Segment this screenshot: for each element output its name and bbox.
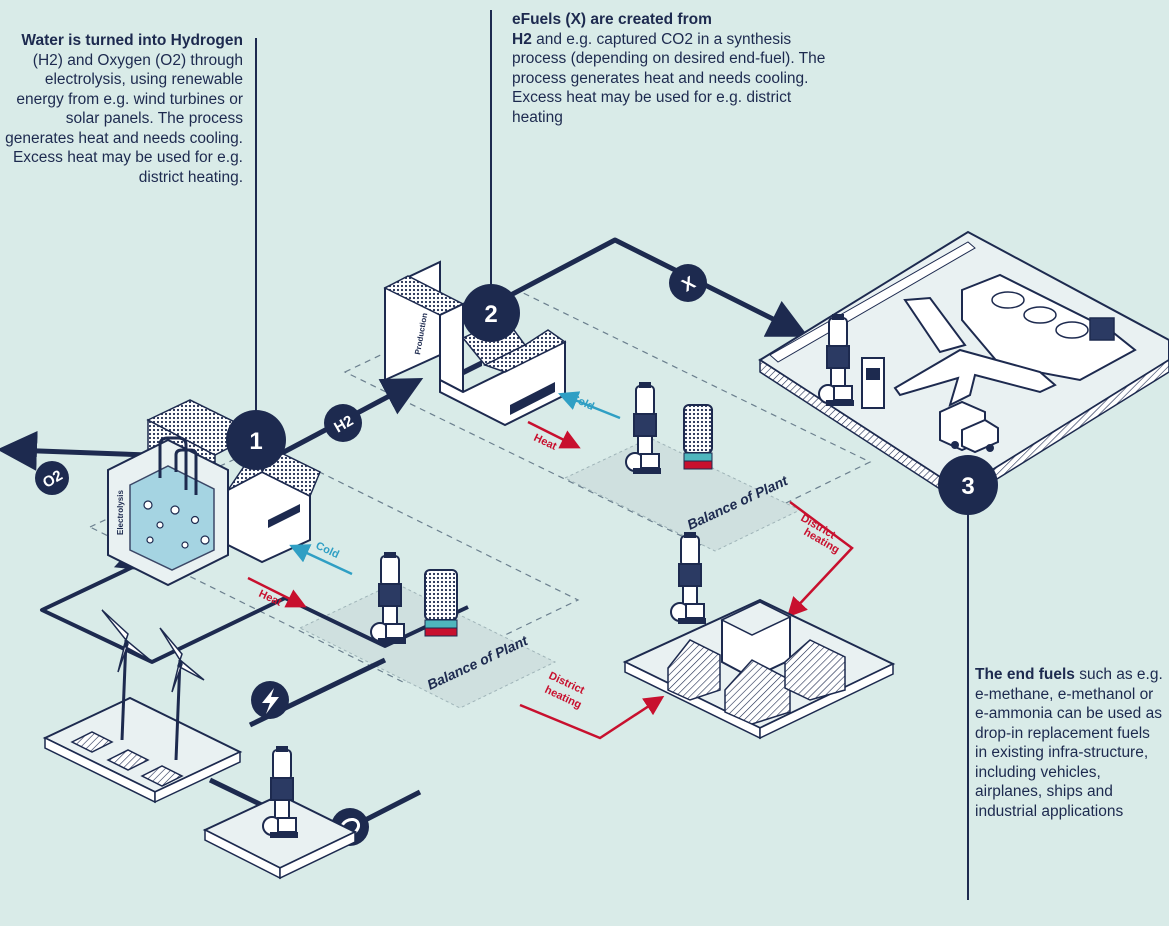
step2-heading: eFuels (X) are created from xyxy=(512,11,712,28)
wind-turbine-icon xyxy=(101,609,205,761)
cold-arrow-1 xyxy=(289,544,353,576)
houses-platform xyxy=(622,598,896,740)
airplane-icon xyxy=(893,296,1057,407)
tank-1 xyxy=(424,569,458,637)
dashed-zone-production xyxy=(343,289,872,546)
hydrogen-pipe-symbol: H2 xyxy=(324,404,362,442)
truck-icon xyxy=(939,400,999,454)
tank-2 xyxy=(683,404,713,470)
cold-arrow-2 xyxy=(558,391,621,420)
district-heating-arrow-1 xyxy=(519,695,665,740)
pump-2 xyxy=(625,381,662,475)
lightning-icon xyxy=(251,681,289,719)
pump-water xyxy=(262,745,299,839)
step1-description: Water is turned into Hydrogen (H2) and O… xyxy=(0,31,243,187)
step1-body: (H2) and Oxygen (O2) through electrolysi… xyxy=(5,51,243,186)
renewables-platform xyxy=(42,609,243,804)
electrolysis-building: Electrolysis xyxy=(107,399,321,587)
heat-arrow-1 xyxy=(247,576,307,608)
balance-of-plant-pad-1 xyxy=(298,582,557,709)
end-use-platform xyxy=(758,230,1169,504)
step3-body: such as e.g. e-methane, e-methanol or e-… xyxy=(975,666,1163,820)
dashed-zone-electrolysis xyxy=(88,444,580,684)
step3-marker: 3 xyxy=(938,455,998,515)
step3-description: The end fuels such as e.g. e-methane, e-… xyxy=(975,665,1165,821)
oxygen-pipe-symbol: O2 xyxy=(35,461,69,495)
step2-description: eFuels (X) are created from H2 and e.g. … xyxy=(512,10,832,127)
district-heating-arrow-2 xyxy=(786,500,854,618)
cold-label-2: Cold xyxy=(569,392,596,413)
step1-number: 1 xyxy=(249,428,262,455)
solar-panel-icon xyxy=(70,731,184,787)
electrolysis-building-label: Electrolysis xyxy=(116,490,125,535)
step2-body: and e.g. captured CO2 in a synthesis pro… xyxy=(512,30,826,126)
step1-marker: 1 xyxy=(226,410,286,470)
step2-heading-h2: H2 xyxy=(512,30,532,48)
pump-district xyxy=(670,531,707,625)
step2-marker: 2 xyxy=(462,284,520,342)
fuel-dispenser-icon xyxy=(861,357,885,409)
production-building: Production xyxy=(383,260,567,427)
heat-arrow-2 xyxy=(527,420,581,449)
step3-number: 3 xyxy=(961,473,974,500)
step1-heading: Water is turned into Hydrogen xyxy=(21,32,243,49)
step3-heading: The end fuels xyxy=(975,666,1075,683)
efuel-pipe-symbol: X xyxy=(669,264,707,302)
step2-number: 2 xyxy=(484,301,497,328)
